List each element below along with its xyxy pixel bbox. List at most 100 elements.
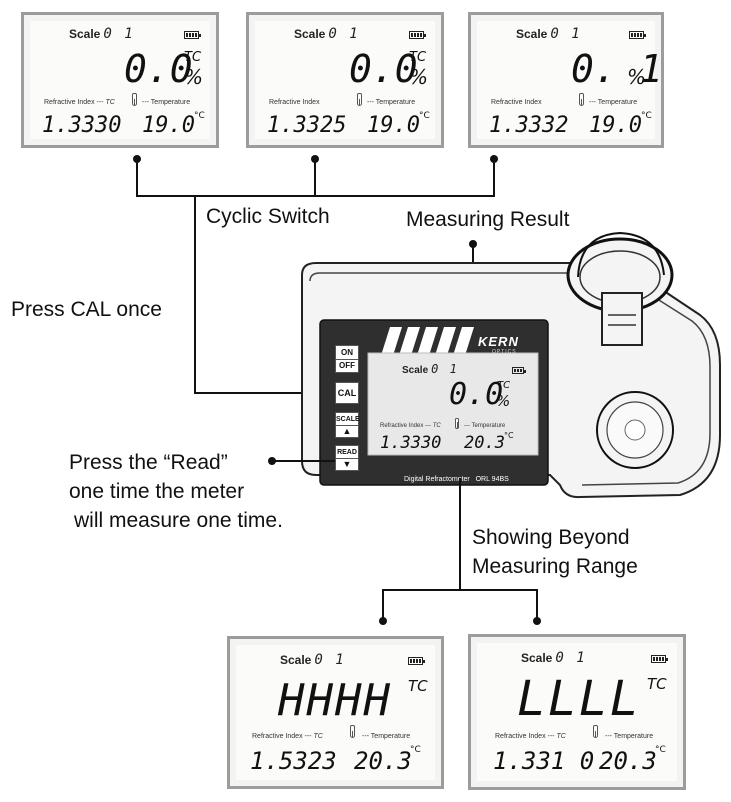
brand-sub: OPTICS — [492, 349, 517, 355]
lcd-screen — [477, 643, 677, 781]
brand-logo: KERN — [478, 334, 519, 349]
scale-number: 0 1 — [431, 362, 459, 376]
refractive-index-label: Refractive Index --- TC — [495, 733, 566, 740]
connector-line — [493, 159, 495, 197]
battery-icon — [184, 31, 201, 39]
main-unit: % — [627, 65, 647, 89]
tc-indicator: TC — [497, 380, 511, 391]
temperature-unit: °C — [419, 111, 430, 121]
cyclic-switch-label: Cyclic Switch — [206, 205, 330, 228]
main-unit: % — [184, 65, 204, 89]
cal-button[interactable]: CAL — [335, 382, 359, 404]
refractive-index-label: Refractive Index --- TC — [44, 99, 115, 106]
temperature-value: 19.0 — [367, 113, 420, 138]
thermometer-icon — [132, 93, 137, 106]
temperature-label: --- Temperature — [142, 99, 191, 106]
connector-line — [272, 460, 335, 462]
temperature-value: 20.3 — [599, 747, 657, 775]
scale-number: 0 1 — [328, 26, 360, 42]
connector-line — [382, 589, 538, 591]
press-read-label-line3: will measure one time. — [74, 509, 283, 532]
temperature-value: 20.3 — [354, 747, 412, 775]
press-read-label-line2: one time the meter — [69, 480, 245, 503]
thermometer-icon — [455, 418, 459, 429]
refractive-index-value: 1.331 0 — [493, 747, 595, 775]
tc-indicator: TC — [647, 675, 667, 693]
scale-number: 0 1 — [314, 652, 346, 668]
tc-indicator: TC — [409, 50, 427, 65]
scale-number: 0 1 — [103, 26, 135, 42]
temperature-label: --- Temperature — [605, 733, 654, 740]
main-unit: % — [496, 392, 511, 410]
refractive-index-value: 1.3325 — [267, 113, 347, 138]
beyond-range-label-line1: Showing Beyond — [472, 526, 630, 549]
refractive-index-label: Refractive Index --- TC — [252, 733, 323, 740]
refractive-index-label: Refractive Index — [269, 99, 320, 106]
main-reading: 0.0 — [124, 47, 193, 91]
refractive-index-value: 1.3332 — [489, 113, 569, 138]
refractive-index-value: 1.3330 — [42, 113, 122, 138]
temperature-label: --- Temperature — [362, 733, 411, 740]
connector-line — [136, 159, 138, 197]
battery-icon — [651, 655, 668, 663]
thermometer-icon — [579, 93, 584, 106]
battery-icon — [409, 31, 426, 39]
battery-icon — [408, 657, 425, 665]
connector-line — [194, 195, 196, 394]
temperature-unit: °C — [655, 745, 666, 755]
main-reading: 0. 1 — [571, 47, 663, 91]
tc-indicator: TC — [408, 677, 428, 695]
press-read-label-line1: Press the “Read” — [69, 451, 228, 474]
scale-number: 0 1 — [550, 26, 582, 42]
beyond-range-label-line2: Measuring Range — [472, 555, 638, 578]
main-reading: 0.0 — [449, 377, 504, 412]
battery-icon — [629, 31, 646, 39]
temperature-unit: °C — [194, 111, 205, 121]
temperature-unit: °C — [641, 111, 652, 121]
temperature-value: 19.0 — [589, 113, 642, 138]
read-button[interactable]: READ▼ — [335, 445, 359, 471]
connector-line — [459, 478, 461, 591]
scale-button[interactable]: SCALE▲ — [335, 412, 360, 438]
temperature-value: 20.3 — [464, 433, 505, 453]
connector-line — [136, 195, 495, 197]
main-reading: HHHH — [278, 675, 392, 726]
connector-line — [314, 159, 316, 197]
lcd-screen — [236, 645, 435, 780]
temperature-unit: °C — [410, 745, 421, 755]
temperature-label: --- Temperature — [367, 99, 416, 106]
scale-number: 0 1 — [555, 650, 587, 666]
refractive-index-label: Refractive Index — [491, 99, 542, 106]
lcd-screen — [30, 21, 210, 139]
thermometer-icon — [593, 725, 598, 738]
thermometer-icon — [357, 93, 362, 106]
refractive-index-value: 1.5323 — [250, 747, 337, 775]
connector-line — [194, 392, 336, 394]
main-unit: % — [409, 65, 429, 89]
temperature-unit: °C — [504, 431, 514, 440]
model-text: Digital Refractometer ORL 94BS — [404, 476, 509, 483]
connector-line — [536, 589, 538, 619]
temperature-value: 19.0 — [142, 113, 195, 138]
lcd-screen — [255, 21, 435, 139]
connector-dot — [533, 617, 541, 625]
thermometer-icon — [350, 725, 355, 738]
main-reading: 0.0 — [349, 47, 418, 91]
main-reading: LLLL — [517, 671, 641, 727]
measuring-result-label: Measuring Result — [406, 208, 570, 231]
tc-indicator: TC — [184, 50, 202, 65]
refractometer-device — [301, 231, 721, 499]
connector-line — [382, 589, 384, 619]
battery-icon — [512, 367, 526, 374]
